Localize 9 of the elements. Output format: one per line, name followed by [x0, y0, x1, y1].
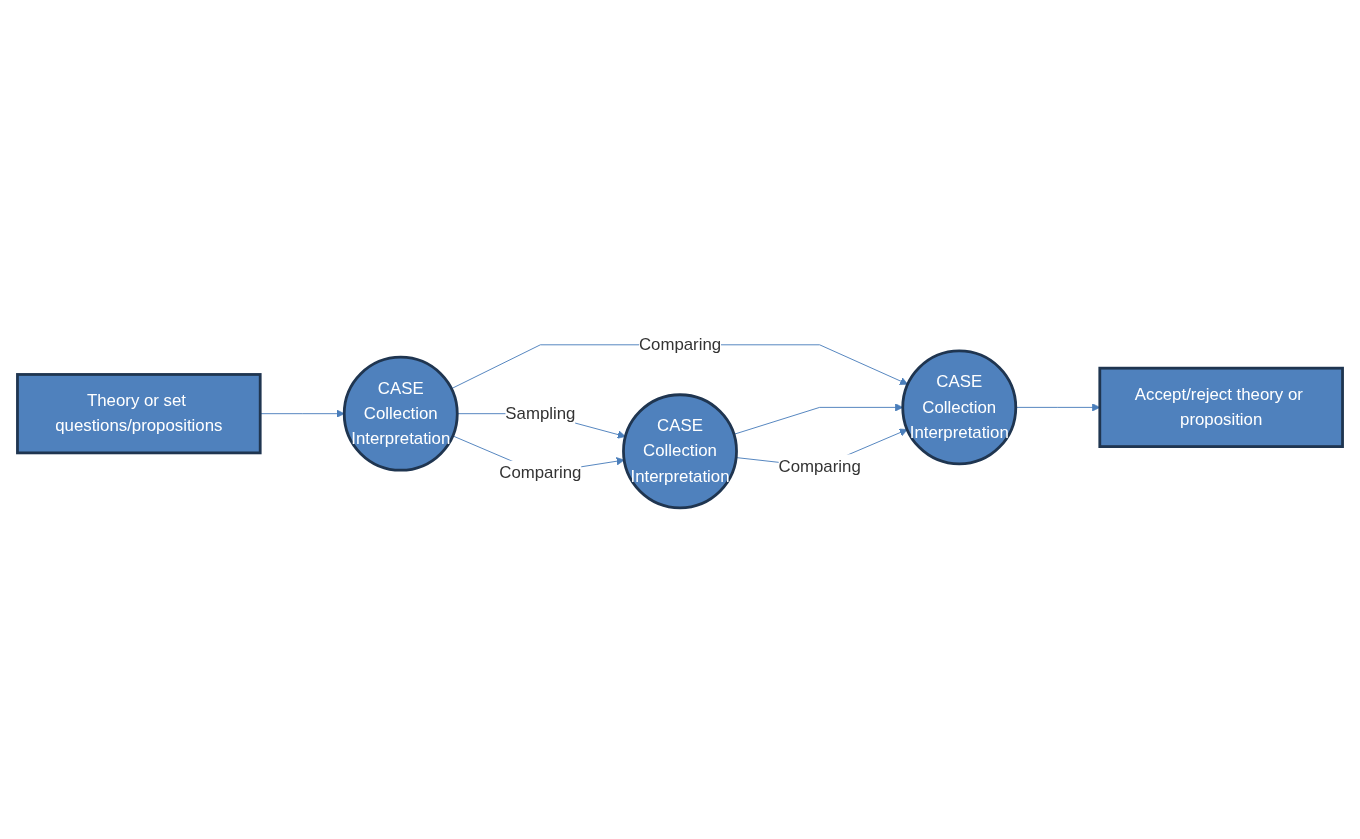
node-circle: CASE Collection Interpretation	[622, 392, 738, 509]
node-box: Accept/reject theory or proposition	[1098, 366, 1344, 448]
node-box: Theory or set questions/propositions	[16, 372, 262, 454]
node-circle: CASE Collection Interpretation	[342, 355, 459, 472]
node-circle: CASE Collection Interpretation	[901, 348, 1018, 465]
edge-label: Comparing	[638, 334, 722, 354]
edge-label: Sampling	[505, 403, 576, 423]
edge-label: Comparing	[778, 456, 861, 476]
edge-label: Comparing	[499, 462, 582, 482]
